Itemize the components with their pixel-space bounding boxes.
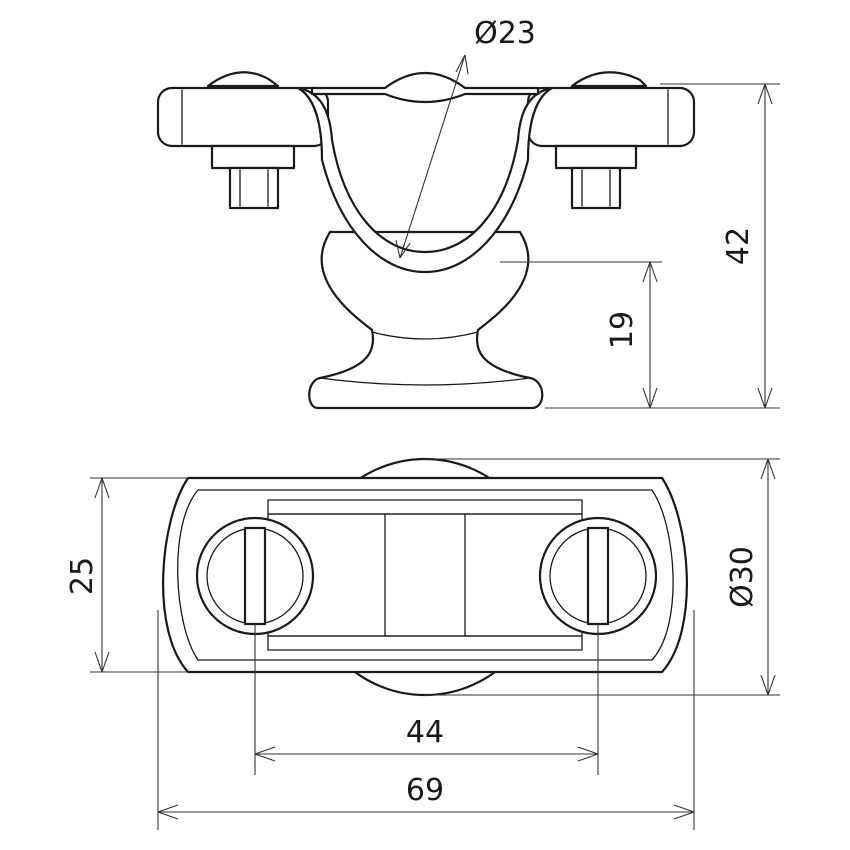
base-foot xyxy=(308,230,544,410)
right-flange xyxy=(526,86,696,148)
top-view xyxy=(162,457,688,697)
screw-spacing-label: 44 xyxy=(406,715,444,750)
total-height-label: 42 xyxy=(721,227,756,265)
plate-outer xyxy=(162,476,688,674)
base-to-pipe-height-label: 19 xyxy=(605,311,640,349)
pipe-diameter-label: Ø23 xyxy=(474,16,536,51)
inner-width-label: 25 xyxy=(65,557,100,595)
side-view xyxy=(156,71,696,410)
left-flange xyxy=(156,86,330,148)
disc-diameter-label: Ø30 xyxy=(725,546,760,608)
dimensions xyxy=(90,54,780,830)
total-length-label: 69 xyxy=(406,773,444,808)
clamp-saddle xyxy=(296,86,554,274)
